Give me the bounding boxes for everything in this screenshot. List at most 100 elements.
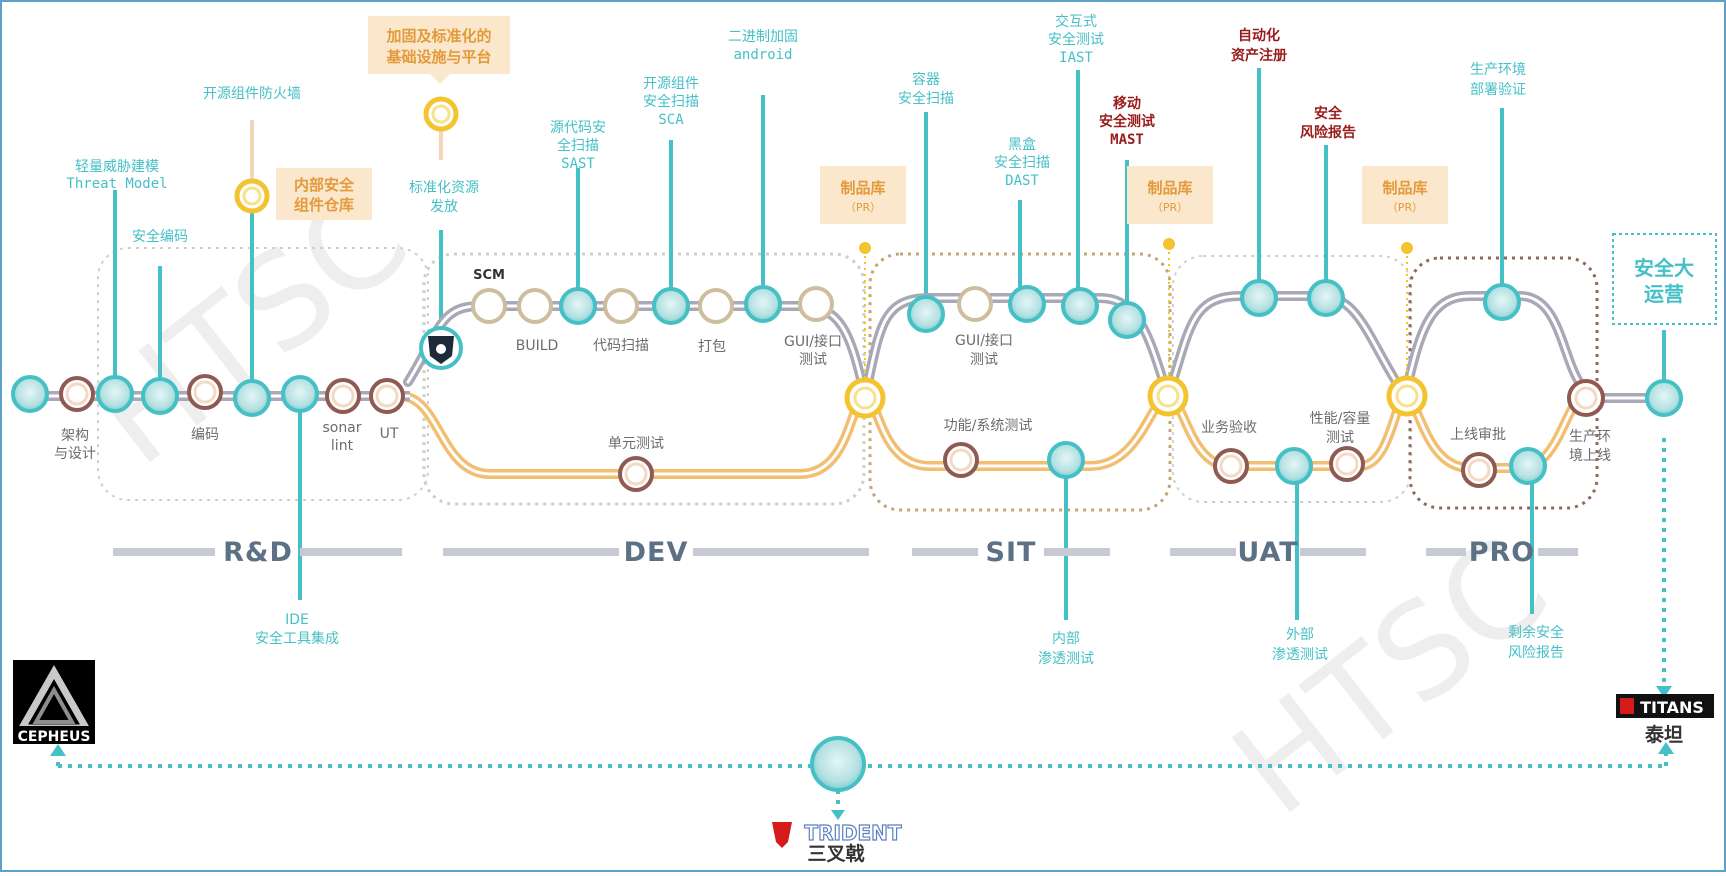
stage-gui-sit-label-1: GUI/接口 bbox=[955, 332, 1013, 349]
stage-func-test-label: 功能/系统测试 bbox=[944, 418, 1033, 434]
arrow-up-icon bbox=[50, 744, 66, 756]
stage-perf-test-label-1: 性能/容量 bbox=[1310, 410, 1371, 427]
svg-text:制品库: 制品库 bbox=[1147, 179, 1192, 197]
prod-verify-label-1: 生产环境 bbox=[1470, 62, 1526, 78]
phase-label-sit: SIT bbox=[986, 537, 1037, 568]
artifact-box-dev: 制品库 （PR） bbox=[820, 166, 906, 224]
binary-harden-label-1: 二进制加固 bbox=[728, 29, 798, 45]
phase-label-pro: PRO bbox=[1469, 537, 1536, 568]
sca-label-2: 安全扫描 bbox=[643, 93, 699, 110]
pr-dot bbox=[1401, 242, 1413, 254]
iast-label-1: 交互式 bbox=[1055, 13, 1097, 30]
trident-logo: TRIDENT 三叉戟 bbox=[772, 820, 903, 865]
pr-dot bbox=[859, 242, 871, 254]
stage-gui-dev-label-2: 测试 bbox=[799, 352, 827, 368]
external-pentest-label-2: 渗透测试 bbox=[1272, 647, 1328, 663]
mast-label-3: MAST bbox=[1110, 132, 1144, 148]
stage-ut-label: UT bbox=[380, 426, 399, 442]
stage-prod-launch-label-2: 境上线 bbox=[1569, 448, 1611, 464]
risk-report-label-1: 安全 bbox=[1314, 105, 1343, 122]
stage-arch-label-1: 架构 bbox=[61, 428, 89, 444]
svg-text:（PR）: （PR） bbox=[1152, 201, 1188, 214]
stage-package-label: 打包 bbox=[698, 338, 726, 355]
sast-label-3: SAST bbox=[561, 156, 595, 172]
stage-build-label: BUILD bbox=[516, 338, 559, 354]
stage-perf-test-label-2: 测试 bbox=[1326, 430, 1354, 446]
svg-text:（PR）: （PR） bbox=[845, 201, 881, 214]
trident-cn-label: 三叉戟 bbox=[807, 843, 864, 865]
asset-reg-label-2: 资产注册 bbox=[1231, 47, 1287, 64]
sast-label-1: 源代码安 bbox=[550, 120, 606, 136]
stage-sonar-label-2: lint bbox=[331, 438, 354, 454]
dast-label-3: DAST bbox=[1005, 173, 1039, 189]
junction-inner bbox=[242, 104, 1419, 410]
svg-text:制品库: 制品库 bbox=[840, 179, 885, 197]
svg-text:（PR）: （PR） bbox=[1387, 201, 1423, 214]
phase-box-rnd bbox=[97, 247, 429, 501]
arrow-down-icon bbox=[1656, 686, 1672, 698]
stage-code-label: 编码 bbox=[191, 427, 219, 443]
residual-risk-label-2: 风险报告 bbox=[1508, 645, 1564, 661]
pr-dot bbox=[1163, 238, 1175, 250]
security-nodes bbox=[11, 279, 1683, 485]
dast-label-1: 黑盒 bbox=[1008, 136, 1036, 153]
internal-pentest-label-2: 渗透测试 bbox=[1038, 651, 1094, 667]
container-scan-label-1: 容器 bbox=[912, 71, 940, 88]
box-pointer bbox=[430, 74, 450, 84]
sast-label-2: 全扫描 bbox=[557, 137, 599, 154]
cepheus-logo: CEPHEUS bbox=[13, 660, 95, 745]
external-pentest-label-1: 外部 bbox=[1286, 627, 1314, 643]
svg-text:TITANS: TITANS bbox=[1640, 698, 1704, 717]
gray-stage-nodes bbox=[471, 286, 993, 324]
shield-emblem bbox=[436, 344, 446, 354]
stage-prod-launch-label-1: 生产环 bbox=[1569, 429, 1611, 445]
iast-label-3: IAST bbox=[1059, 50, 1093, 66]
artifact-box-sit: 制品库 （PR） bbox=[1127, 166, 1213, 224]
artifact-box-uat: 制品库 （PR） bbox=[1362, 166, 1448, 224]
mast-label-2: 安全测试 bbox=[1099, 113, 1155, 130]
phase-bars bbox=[113, 548, 1578, 556]
hardened-platform-box bbox=[368, 16, 510, 74]
hardened-platform-label-1: 加固及标准化的 bbox=[385, 27, 491, 45]
stage-launch-approve-label: 上线审批 bbox=[1450, 427, 1506, 443]
internal-repo-label-2: 组件仓库 bbox=[294, 196, 354, 214]
stage-biz-accept-label: 业务验收 bbox=[1201, 420, 1257, 436]
residual-risk-label-1: 剩余安全 bbox=[1508, 624, 1564, 641]
phase-label-rnd: R&D bbox=[223, 537, 293, 568]
stage-sonar-label-1: sonar bbox=[322, 420, 361, 436]
stage-arch-label-2: 与设计 bbox=[54, 446, 96, 462]
trident-hub-node bbox=[810, 736, 866, 792]
binary-harden-label-2: android bbox=[733, 47, 792, 63]
internal-pentest-label-1: 内部 bbox=[1052, 631, 1080, 647]
arrow-down-icon bbox=[831, 810, 845, 820]
svg-text:制品库: 制品库 bbox=[1382, 179, 1427, 197]
iast-label-2: 安全测试 bbox=[1048, 31, 1104, 48]
sca-label-1: 开源组件 bbox=[643, 76, 699, 92]
internal-repo-label-1: 内部安全 bbox=[294, 176, 355, 194]
oss-firewall-label: 开源组件防火墙 bbox=[203, 86, 301, 102]
hardened-platform-label-2: 基础设施与平台 bbox=[385, 48, 491, 66]
phase-label-uat: UAT bbox=[1237, 537, 1298, 568]
sec-ops-label-2: 运营 bbox=[1644, 282, 1684, 306]
stage-scm-label: SCM bbox=[473, 268, 505, 283]
container-scan-label-2: 安全扫描 bbox=[898, 90, 954, 107]
secure-coding-label: 安全编码 bbox=[132, 228, 188, 245]
mast-label-1: 移动 bbox=[1113, 95, 1141, 112]
pr-connectors bbox=[864, 246, 1408, 396]
svg-text:TRIDENT: TRIDENT bbox=[804, 821, 901, 845]
prod-verify-label-2: 部署验证 bbox=[1470, 82, 1526, 98]
phase-label-dev: DEV bbox=[624, 537, 689, 568]
threat-model-label-1: 轻量威胁建模 bbox=[75, 159, 159, 175]
risk-report-label-2: 风险报告 bbox=[1300, 124, 1356, 141]
stage-code-scan-label: 代码扫描 bbox=[593, 338, 649, 354]
internal-repo-box bbox=[276, 168, 372, 220]
std-resource-label-1: 标准化资源 bbox=[409, 180, 479, 196]
ide-label-1: IDE bbox=[285, 612, 309, 628]
sca-label-3: SCA bbox=[658, 112, 684, 128]
ide-label-2: 安全工具集成 bbox=[255, 630, 339, 647]
stage-unit-test-label: 单元测试 bbox=[608, 436, 664, 452]
titans-logo: TITANS 泰坦 bbox=[1616, 694, 1714, 746]
